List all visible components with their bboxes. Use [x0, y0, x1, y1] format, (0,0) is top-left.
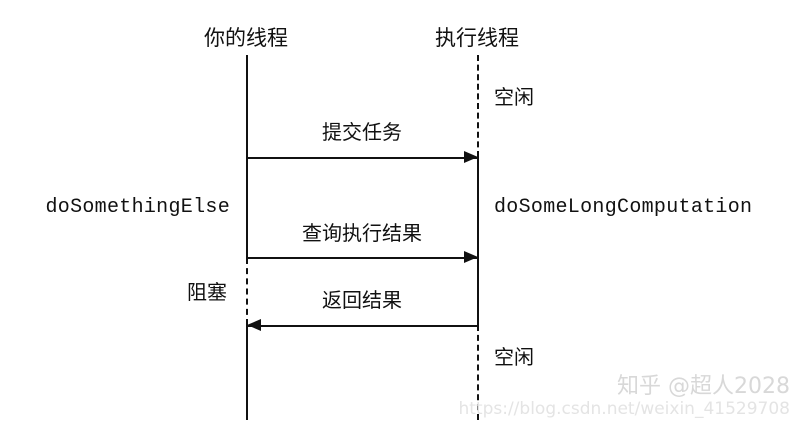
code-label-executor: doSomeLongComputation: [494, 196, 753, 219]
message-arrowhead-return-result: [247, 319, 261, 331]
state-label-idle-top: 空闲: [494, 87, 534, 109]
state-label-idle-bottom: 空闲: [494, 347, 534, 369]
lifeline-executor-segment-idle-1: [477, 55, 479, 157]
code-label-caller: doSomethingElse: [45, 196, 230, 219]
message-label-return-result: 返回结果: [322, 290, 402, 312]
lifeline-caller-segment-blocked: [246, 258, 248, 325]
message-label-submit-task: 提交任务: [322, 122, 402, 144]
watermark-url: https://blog.csdn.net/weixin_41529708: [458, 399, 790, 419]
message-line-return-result: [246, 325, 477, 327]
lane-title-caller: 你的线程: [204, 26, 288, 50]
message-arrowhead-submit-task: [464, 151, 478, 163]
lifeline-executor-segment-busy: [477, 157, 479, 325]
message-arrowhead-query-result: [464, 251, 478, 263]
watermark-brand: 知乎 @超人2028: [617, 374, 790, 399]
lifeline-caller-segment-active-2: [246, 325, 248, 420]
message-label-query-result: 查询执行结果: [302, 223, 422, 245]
lifeline-caller-segment-active-1: [246, 55, 248, 258]
lane-title-executor: 执行线程: [435, 26, 519, 50]
state-label-blocked: 阻塞: [187, 282, 227, 304]
message-line-submit-task: [246, 157, 477, 159]
lifeline-executor-segment-idle-2: [477, 325, 479, 420]
message-line-query-result: [246, 257, 477, 259]
